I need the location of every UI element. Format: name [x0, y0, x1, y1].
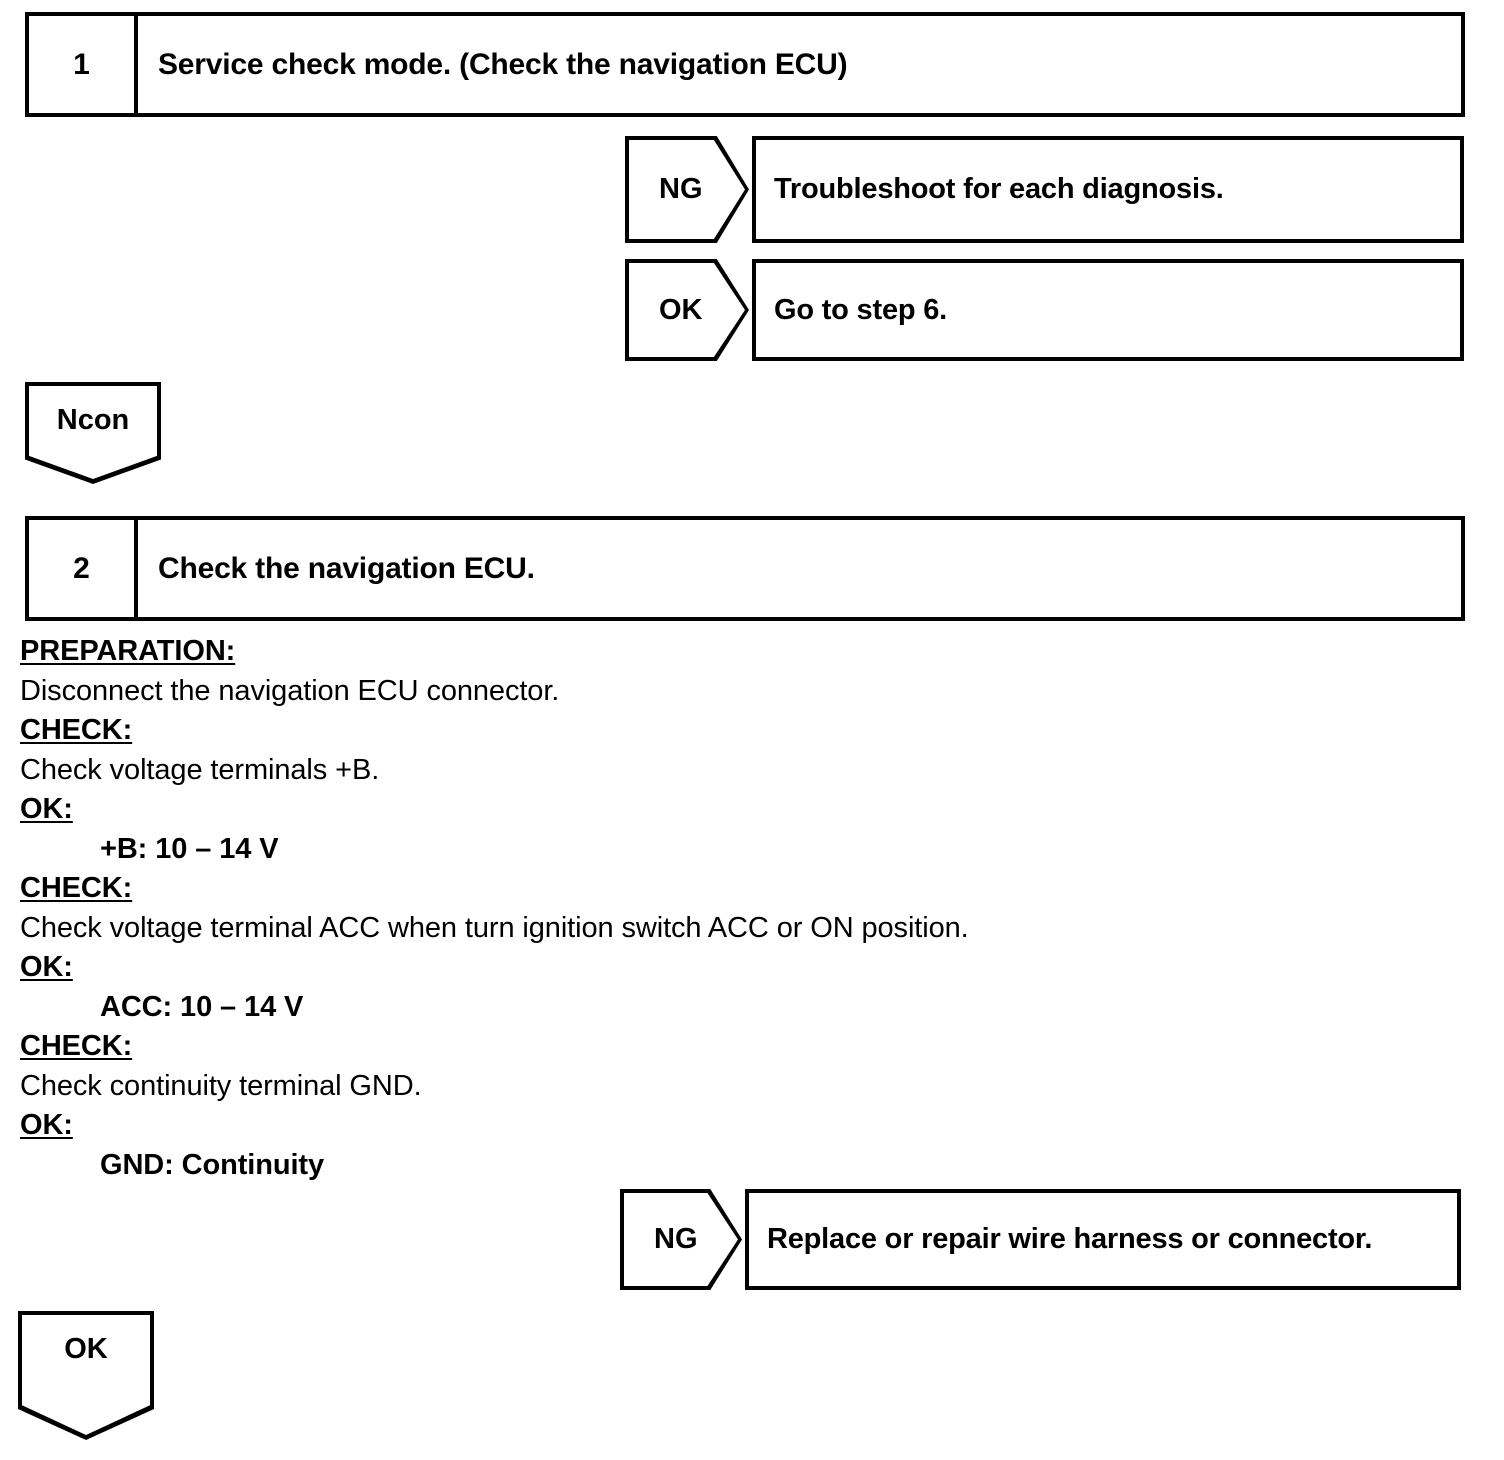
step-1-number: 1 — [29, 16, 138, 113]
connector-ok: OK — [18, 1311, 154, 1440]
detail-line-ok-value-3: GND: Continuity — [100, 1148, 325, 1181]
connector-ncon-inner — [29, 386, 157, 479]
step-1-ok-label: OK — [659, 293, 703, 326]
step-2-ng-result: Replace or repair wire harness or connec… — [745, 1189, 1461, 1290]
step-2-ng-label: NG — [654, 1223, 698, 1255]
connector-ok-inner — [22, 1315, 150, 1435]
step-1-ok-arrow-inner: OK — [629, 263, 745, 357]
step-1-ng-label: NG — [659, 173, 703, 205]
detail-line-check-body-2: Check voltage terminal ACC when turn ign… — [20, 911, 969, 944]
step-2-title: Check the navigation ECU. — [158, 551, 535, 585]
step-1-title: Service check mode. (Check the navigatio… — [158, 47, 848, 81]
step-1-ok-arrow: OK — [625, 259, 749, 361]
detail-line-check-body-1: Check voltage terminals +B. — [20, 753, 380, 786]
step-1-box: 1 Service check mode. (Check the navigat… — [25, 12, 1465, 117]
connector-ncon-label: Ncon — [56, 404, 130, 436]
step-1-ng-result: Troubleshoot for each diagnosis. — [752, 136, 1464, 243]
step-2-number: 2 — [29, 520, 138, 617]
connector-ncon: Ncon — [25, 382, 161, 484]
step-1-ng-arrow-inner: NG — [629, 140, 745, 239]
detail-line-ok-head-2: OK: — [20, 951, 73, 983]
step-2-ng-arrow: NG — [620, 1189, 742, 1290]
detail-line-preparation-body: Disconnect the navigation ECU connector. — [20, 674, 560, 707]
detail-line-check-body-3: Check continuity terminal GND. — [20, 1069, 422, 1102]
step-1-ok-result: Go to step 6. — [752, 259, 1464, 361]
detail-line-preparation-head: PREPARATION: — [20, 635, 236, 667]
detail-line-check-head-3: CHECK: — [20, 1030, 133, 1062]
step-2-detail-text: PREPARATION: Disconnect the navigation E… — [20, 632, 1120, 1185]
detail-line-check-head-1: CHECK: — [20, 714, 133, 746]
connector-ok-label: OK — [64, 1333, 108, 1365]
detail-line-ok-value-2: ACC: 10 – 14 V — [100, 990, 304, 1023]
detail-line-ok-head-3: OK: — [20, 1109, 73, 1141]
detail-line-ok-head-1: OK: — [20, 793, 73, 825]
step-1-ng-arrow: NG — [625, 136, 749, 243]
detail-line-check-head-2: CHECK: — [20, 872, 133, 904]
step-2-ng-arrow-inner: NG — [624, 1193, 738, 1286]
step-2-box: 2 Check the navigation ECU. — [25, 516, 1465, 621]
detail-line-ok-value-1: +B: 10 – 14 V — [100, 832, 279, 865]
